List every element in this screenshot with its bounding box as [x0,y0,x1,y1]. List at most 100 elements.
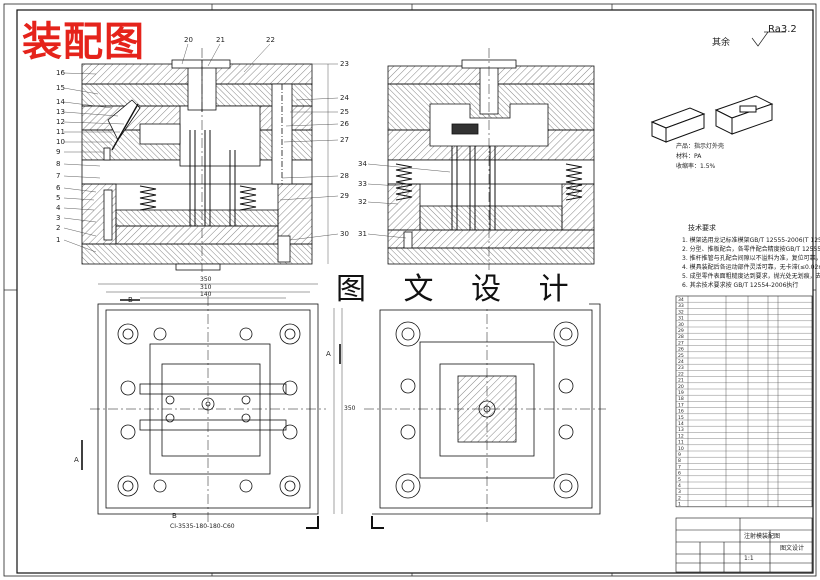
callouts-top: 20 21 22 [181,36,275,73]
section-mark-a-left: A [74,456,79,464]
bom-row-number: 4 [678,483,681,489]
bom-row-number: 19 [678,390,684,396]
bom-row-number: 15 [678,415,684,421]
bom-row-number: 9 [678,452,681,458]
part-shrinkage: 收缩率：1.5% [676,162,716,170]
bom-row-number: 14 [678,421,684,427]
callouts-right: 23 24 25 26 27 28 29 30 [279,60,349,264]
part-isometric-view [650,95,774,143]
callout-31: 31 [358,230,367,238]
callouts-mid: 34 33 32 31 [358,160,451,239]
notes-heading: 技术要求 [688,223,716,232]
note-line-1: 1. 模架选用龙记标准模架GB/T 12555-2006(T 12556.2) [682,236,820,244]
bom-row-number: 2 [678,495,681,501]
dim-inner2: 140 [200,291,212,298]
callout-15: 15 [56,84,65,92]
sheet-title: 装配图 [22,19,145,65]
note-line-2: 2. 分型、推板配合，各零件配合精度按GB/T 12555-2006(T 125… [682,245,820,253]
bom-row-number: 3 [678,489,681,495]
section-mark-b-bottom: B [172,512,177,520]
callout-32: 32 [358,198,367,206]
callout-1: 1 [56,236,60,244]
dim-overall: 350 [200,276,212,283]
bom-row-number: 1 [678,502,681,508]
bom-row-number: 27 [678,340,684,346]
bom-row-number: 23 [678,365,684,371]
plan-view-moving-half [364,296,606,529]
bom-row-number: 32 [678,309,684,315]
roughness-symbol [751,31,786,47]
callout-27: 27 [340,136,349,144]
bom-row-number: 21 [678,378,684,384]
bom-row-number: 29 [678,328,684,334]
watermark-title: 图 文 设 计 [330,272,589,308]
bom-row-number: 16 [678,409,684,415]
title-company: 图文设计 [780,544,804,552]
bom-row-number: 28 [678,334,684,340]
bom-row-number: 6 [678,471,681,477]
callout-22: 22 [266,36,275,44]
note-line-3: 3. 推杆推管与孔配合间隙以不溢料为准，复位可靠，顶出时平稳无卡滞。 [682,254,820,262]
bom-row-number: 24 [678,359,684,365]
bom-row-number: 20 [678,384,684,390]
plan-dims: 350 310 140 350 B B A A CI-3535-180-180-… [74,276,356,530]
zone-marks [4,4,816,576]
bom-row-number: 26 [678,347,684,353]
callout-3: 3 [56,214,60,222]
bom-row-number: 18 [678,396,684,402]
main-section-view [81,48,313,272]
mold-base-code: CI-3535-180-180-C60 [170,523,235,530]
inner-frame [16,9,814,574]
callout-2: 2 [56,224,60,232]
title-block [675,517,813,573]
callout-13: 13 [56,108,65,116]
bom-row-number: 34 [678,297,684,303]
bom-row-number: 10 [678,446,684,452]
callout-9: 9 [56,148,60,156]
side-section-view [387,48,595,270]
bom-row-number: 12 [678,433,684,439]
part-material: 材料：PA [676,152,702,160]
bom-row-number: 7 [678,464,681,470]
section-mark-a-right: A [326,350,331,358]
bill-of-materials: 3433323130292827262524232221201918171615… [675,295,813,508]
bom-row-number: 31 [678,316,684,322]
part-name: 产品：指示灯外壳 [676,142,724,150]
roughness-value: Ra3.2 [768,24,797,35]
roughness-label: 其余 [712,38,731,48]
callout-30: 30 [340,230,349,238]
callout-28: 28 [340,172,349,180]
bom-row-number: 5 [678,477,681,483]
callout-10: 10 [56,138,65,146]
bom-row-number: 30 [678,322,684,328]
bom-row-number: 11 [678,440,684,446]
callout-12: 12 [56,118,65,126]
callout-26: 26 [340,120,349,128]
bom-row-number: 22 [678,371,684,377]
callout-25: 25 [340,108,349,116]
bom-row-number: 25 [678,353,684,359]
callout-14: 14 [56,98,65,106]
dim-height: 350 [344,405,356,412]
bom-row-number: 13 [678,427,684,433]
part-info: 产品：指示灯外壳 材料：PA 收缩率：1.5% [676,142,724,170]
bom-row-number: 8 [678,458,681,464]
note-line-6: 6. 其余技术要求按 GB/T 12554-2006执行 [682,281,798,289]
callout-24: 24 [340,94,349,102]
callout-8: 8 [56,160,60,168]
callout-5: 5 [56,194,60,202]
callout-16: 16 [56,69,65,77]
callout-11: 11 [56,128,65,136]
bom-row-number: 33 [678,303,684,309]
plan-view-fixed-half [81,283,343,529]
technical-notes: 技术要求 1. 模架选用龙记标准模架GB/T 12555-2006(T 1255… [682,223,820,289]
callout-7: 7 [56,172,60,180]
callout-29: 29 [340,192,349,200]
callout-21: 21 [216,36,225,44]
dim-inner1: 310 [200,284,212,291]
title-drawing-name: 注射模装配图 [744,532,780,540]
title-scale: 1:1 [744,555,754,562]
callout-23: 23 [340,60,349,68]
callout-6: 6 [56,184,61,192]
